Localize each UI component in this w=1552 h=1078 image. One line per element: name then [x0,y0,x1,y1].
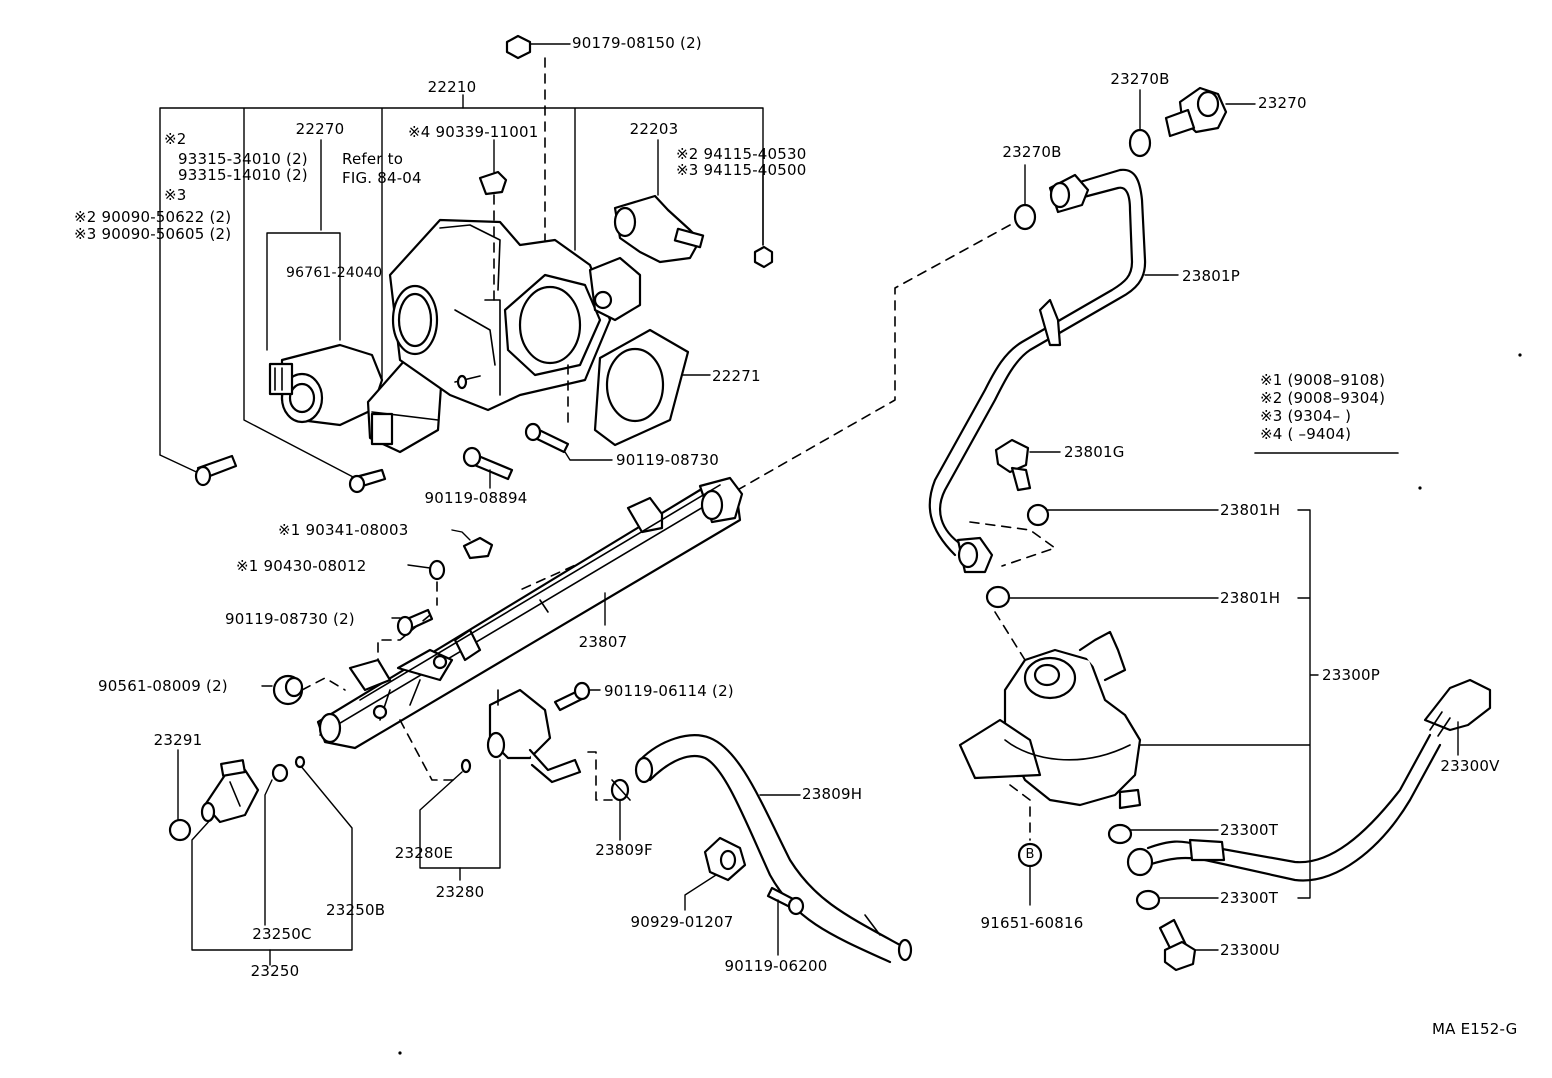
legend-mark-3: ※3 (9304– ) [1260,407,1352,425]
legend-mark-1: ※1 (9008–9108) [1260,371,1386,389]
label-23801p: 23801P [1182,267,1240,285]
bolt-90119-08894 [462,446,514,481]
fuel-injector [200,759,260,824]
grommet-90561 [272,674,304,706]
label-90119-08730-pair: 90119-08730 (2) [225,610,355,628]
gasket-23300t-b [1135,889,1161,911]
label-23801g: 23801G [1064,443,1125,461]
label-90090-50605: ※3 90090-50605 (2) [74,225,232,243]
label-93315-34010: 93315-34010 (2) [178,150,308,168]
throttle-body [388,218,642,412]
nut-90179 [505,34,532,60]
gasket-23270b-top [1128,128,1152,158]
gasket-23801h-b [985,585,1011,609]
label-94115-40530: ※2 94115-40530 [676,145,807,163]
pressure-regulator [486,688,582,784]
plug-90339 [478,170,508,196]
label-91651-60816: 91651-60816 [980,914,1084,932]
fuel-pipe-23801p [928,168,1147,574]
label-23250c: 23250C [252,925,312,943]
bolt-93315 [348,468,387,494]
label-90341-08003: ※1 90341-08003 [278,521,409,539]
o-ring-23280e [460,758,472,774]
gasket-23300t-a [1107,823,1133,845]
hose-clip-23809f [610,778,631,802]
refer-note-line-2: FIG. 84-04 [342,169,422,187]
label-90561-08009: 90561-08009 (2) [98,677,228,695]
union-bolt-23801g [994,438,1032,492]
label-90119-08730: 90119-08730 [616,451,720,469]
label-90430-08012: ※1 90430-08012 [236,557,367,575]
marker-b-letter: B [1025,847,1035,862]
label-23300u: 23300U [1220,941,1280,959]
plug-90341 [462,536,494,560]
union-bolt-23270 [1164,86,1228,138]
label-90339-11001: ※4 90339-11001 [408,123,539,141]
label-22203: 22203 [629,120,679,138]
label-mark-3: ※3 [164,186,187,204]
label-23801h-b: 23801H [1220,589,1281,607]
bolt-90119-08730 [524,422,570,454]
label-23300t-b: 23300T [1220,889,1279,907]
label-23809h: 23809H [802,785,863,803]
label-90179-08150: 90179-08150 (2) [572,34,702,52]
label-23809f: 23809F [595,841,653,859]
bolt-90090 [194,454,238,487]
fuel-filter [958,630,1142,810]
label-96761-24040: 96761-24040 [286,265,383,281]
label-23300v: 23300V [1440,757,1500,775]
legend-mark-2: ※2 (9008–9304) [1260,389,1386,407]
label-22210: 22210 [427,78,477,96]
label-23270b: 23270B [1002,143,1062,161]
union-bolt-23300u [1158,918,1197,972]
label-90119-06114: 90119-06114 (2) [604,682,734,700]
label-90119-08894: 90119-08894 [424,489,528,507]
washer-90430 [428,559,446,581]
label-23280: 23280 [435,883,485,901]
bolt-90119-06200 [766,886,805,916]
hose-clamp-90929 [703,836,747,882]
bolt-90119-08730-pair [396,608,434,637]
label-90119-06200: 90119-06200 [724,957,828,975]
diagram-code: MA E152-G [1432,1020,1518,1038]
o-ring-23250b [294,755,306,769]
throttle-body-gasket [593,328,690,447]
air-valve-22203 [613,194,705,264]
label-23280e: 23280E [394,844,454,862]
label-23801h-a: 23801H [1220,501,1281,519]
gasket-23270b [1013,203,1037,231]
label-23270: 23270 [1258,94,1307,112]
label-23250b: 23250B [326,901,386,919]
fuel-delivery-pipe [316,476,744,750]
refer-note-line-1: Refer to [342,150,404,168]
label-93315-14010: 93315-14010 (2) [178,166,308,184]
label-23270b-top: 23270B [1110,70,1170,88]
o-ring-23250c [271,763,289,783]
fuel-hose-23300v [1126,678,1492,882]
fuel-hose-23809h [634,734,913,964]
label-94115-40500: ※3 94115-40500 [676,161,807,179]
gasket-23801h-a [1026,503,1050,527]
label-90090-50622: ※2 90090-50622 (2) [74,208,232,226]
label-90929-01207: 90929-01207 [630,913,734,931]
label-22271: 22271 [712,367,761,385]
label-23291: 23291 [153,731,203,749]
idle-air-control-valve [268,343,384,427]
legend-mark-4: ※4 ( –9404) [1260,425,1352,443]
label-23250: 23250 [250,962,300,980]
label-23300p: 23300P [1322,666,1380,684]
bolt-90119-06114 [553,681,591,712]
label-22270: 22270 [295,120,345,138]
bracket-22210 [159,107,764,479]
nut-94115 [753,245,774,269]
injector-seal-23291 [168,818,192,842]
label-23807: 23807 [578,633,628,651]
label-mark-2: ※2 [164,130,187,148]
label-23300t-a: 23300T [1220,821,1279,839]
